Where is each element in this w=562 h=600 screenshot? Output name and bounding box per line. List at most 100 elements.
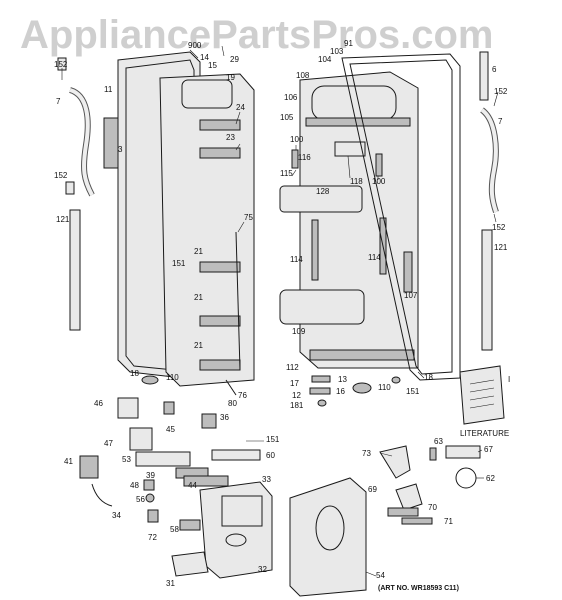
callout-69: 69 [368, 485, 377, 494]
callout-24: 24 [236, 103, 245, 112]
dispenser-components [79, 397, 273, 579]
ice-bucket-54 [289, 477, 367, 597]
callout-80: 80 [228, 399, 237, 408]
callout-47: 47 [104, 439, 113, 448]
bracket-58 [179, 519, 201, 531]
callout-152-mid-left: 152 [54, 171, 68, 180]
bracket-72 [147, 509, 159, 523]
fresh-food-door-gasket [349, 59, 453, 375]
callout-73: 73 [362, 449, 371, 458]
callout-109: 109 [292, 327, 306, 336]
door-hinge-bracket [103, 117, 119, 169]
trim-71 [401, 517, 433, 525]
literature-label: LITERATURE [460, 429, 509, 438]
hinge-part-12 [309, 387, 331, 395]
callout-32: 32 [258, 565, 267, 574]
callout-107: 107 [404, 291, 418, 300]
callout-121-left: 121 [56, 215, 70, 224]
screw-181 [317, 399, 327, 407]
bracket-67 [445, 445, 481, 459]
callout-75: 75 [244, 213, 253, 222]
callout-100-right: 100 [372, 177, 386, 186]
callout-121-right: 121 [494, 243, 508, 252]
ring-62 [455, 467, 477, 489]
callout-63: 63 [434, 437, 443, 446]
freezer-door-liner [141, 73, 255, 396]
actuator-36 [201, 413, 217, 429]
callout-21-b: 21 [194, 293, 203, 302]
wire-44 [183, 475, 229, 487]
callout-110-left: 110 [166, 373, 179, 382]
callout-labels: 900 14 29 15 152 19 7 11 24 23 3 152 121… [54, 39, 510, 588]
motor-gear [225, 533, 247, 547]
callout-7-right: 7 [498, 117, 503, 126]
callout-48: 48 [130, 481, 139, 490]
drip-tray-31 [171, 551, 209, 577]
callout-152-bottom-right: 152 [492, 223, 506, 232]
fresh-food-handle-trim [481, 229, 493, 351]
callout-106: 106 [284, 93, 298, 102]
freezer-shelf-23 [199, 147, 241, 159]
wire-harness-75 [235, 231, 241, 371]
callout-33: 33 [262, 475, 271, 484]
callout-118: 118 [350, 177, 363, 186]
callout-62: 62 [486, 474, 495, 483]
freezer-shelf-21c [199, 359, 241, 371]
callout-900: 900 [188, 41, 202, 50]
callout-6: 6 [492, 65, 497, 74]
literature-marker: I [508, 375, 510, 384]
callout-39: 39 [146, 471, 155, 480]
literature-pages [459, 365, 505, 425]
callout-91: 91 [344, 39, 353, 48]
ice-bucket [289, 477, 367, 597]
hinge-hardware [309, 375, 401, 407]
callout-152-top-left: 152 [54, 60, 68, 69]
freezer-shelf-21b [199, 315, 241, 327]
wire-76 [225, 379, 237, 396]
handle-cap-6 [479, 51, 489, 101]
callout-104: 104 [318, 55, 332, 64]
handle-end-cap-bottom [65, 181, 75, 195]
right-handle-assembly [479, 51, 499, 351]
clip-48 [143, 479, 155, 491]
callout-152-top-right: 152 [494, 87, 508, 96]
callout-181: 181 [290, 401, 304, 410]
leader-lines [61, 45, 499, 577]
callout-56: 56 [136, 495, 145, 504]
callout-21-a: 21 [194, 247, 203, 256]
callout-7-left: 7 [56, 97, 61, 106]
callout-21-c: 21 [194, 341, 203, 350]
door-bin-109 [279, 289, 365, 325]
callout-11: 11 [104, 85, 113, 94]
callout-70: 70 [428, 503, 437, 512]
callout-41: 41 [64, 457, 73, 466]
ice-crusher-33 [221, 495, 263, 527]
panel-53 [135, 451, 191, 467]
hinge-70 [387, 507, 419, 517]
callout-3: 3 [118, 145, 123, 154]
callout-151-lower: 151 [266, 435, 280, 444]
shelf-rail-105 [305, 117, 411, 127]
callout-19: 19 [226, 73, 235, 82]
callout-15: 15 [208, 61, 217, 70]
callout-128: 128 [316, 187, 330, 196]
screw-151 [391, 376, 401, 384]
callout-110-right: 110 [378, 383, 391, 392]
hinge-107 [403, 251, 413, 293]
literature-booklet [459, 365, 505, 425]
dispenser-lamp-46 [117, 397, 139, 419]
callout-72: 72 [148, 533, 157, 542]
callout-151-left: 151 [172, 259, 186, 268]
strip-60 [211, 449, 261, 461]
callout-58: 58 [170, 525, 179, 534]
callout-46: 46 [94, 399, 103, 408]
callout-112: 112 [286, 363, 299, 372]
callout-115: 115 [280, 169, 293, 178]
freezer-handle [68, 87, 95, 197]
bin-support-114a [311, 219, 319, 281]
screw-56 [145, 493, 155, 503]
spring-63 [429, 447, 437, 461]
callout-45: 45 [166, 425, 175, 434]
callout-12: 12 [292, 391, 301, 400]
callout-114-left: 114 [290, 255, 303, 264]
